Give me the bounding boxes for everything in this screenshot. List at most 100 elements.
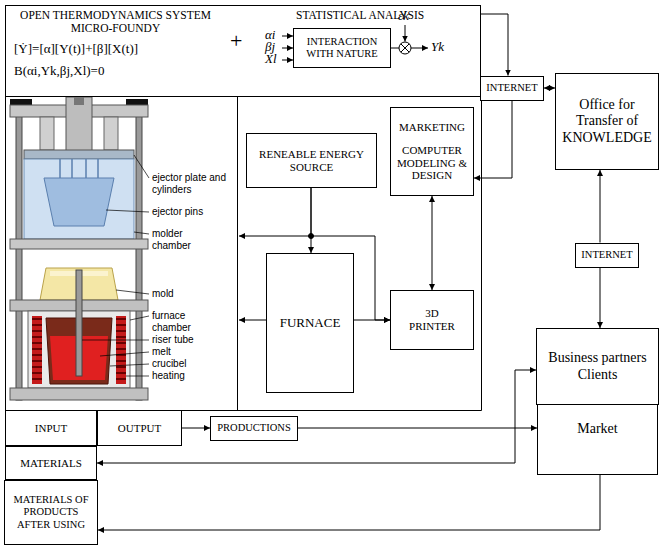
leader-lines [126,376,149,377]
connector-arrow [182,428,210,429]
equation: [Ẏ]=[α][Y(t)]+[β][X(t)] [14,42,138,57]
connector-arrow [432,196,433,290]
foundry-machine [10,97,148,400]
connector-arrow [481,14,508,76]
machine-feed-arrows [239,320,266,321]
signal-arrows [391,48,399,49]
foundry-machine [97,159,99,178]
multiplier-symbol [399,42,411,54]
foundry-machine [40,117,54,150]
foundry-machine [116,316,126,384]
machine-feed-arrows [239,236,311,237]
foundry-machine [10,99,32,107]
leader-lines [106,210,149,212]
leader-lines [110,364,149,366]
foundry-machine [85,159,87,178]
multiplier-symbol [399,42,411,54]
noise-symbol: εk [398,9,409,23]
box-label: INTERNET [486,82,537,94]
output-box: PRODUCTIONS [210,416,298,441]
leader-lines [82,340,149,341]
signal-arrows [282,36,293,37]
foundry-machine [46,318,112,384]
foundry-machine [74,97,84,105]
io-cell: INPUT [5,410,97,446]
panel-heading: OPEN THERMODYNAMICS SYSTEM MICRO-FOUNDY [9,9,222,35]
part-label: furnace chamber [152,310,202,334]
box-label: RENEABLE ENERGY SOURCE [251,148,372,173]
frame-lines [237,97,238,411]
furnace-box: FURNACE [266,253,354,393]
box-label: MATERIALS [20,457,82,470]
box-label: Business partners Clients [541,350,654,382]
signal-arrows [282,60,293,61]
input-symbol: Xl [265,52,277,66]
box-label: Office for Transfer of KNOWLEDGE [560,97,654,145]
system-panel: INTERACTION WITH NATURE OPEN THERMODYNAMI… [5,5,481,97]
multiplier-symbol [401,44,409,52]
connector-arrow [354,320,390,321]
office-box: Office for Transfer of KNOWLEDGE [555,73,659,170]
foundry-machine [104,117,118,150]
energy-box: RENEABLE ENERGY SOURCE [246,133,377,188]
foundry-machine [136,104,142,400]
signal-arrows [405,25,406,42]
part-label: heating [152,370,185,382]
connector-arrow [98,475,600,530]
leader-lines [134,232,149,234]
multiplier-symbol [401,44,409,52]
foundry-machine [126,99,148,107]
box-label: Market [577,421,617,437]
signal-arrows [282,48,293,49]
foundry-machine [24,159,134,239]
machine-feed-arrows [309,234,314,239]
foundry-machine [10,388,148,400]
connector-arrow [600,268,601,329]
box-label: INTERACTION WITH NATURE [298,36,386,60]
foundry-machine [24,150,134,159]
box-label: MATERIALS OF PRODUCTS AFTER USING [9,494,93,530]
process-box: MARKETINGCOMPUTER MODELING & DESIGN [390,107,474,196]
foundry-machine [76,270,82,376]
foundry-machine [66,97,92,157]
plus-sign: + [230,28,242,53]
box-label: PRODUCTIONS [217,422,291,434]
leader-lines [134,155,149,178]
connector-arrow [311,188,312,253]
part-label: riser tube [152,334,194,346]
client-box: Business partners Clients [536,328,659,405]
leader-lines [130,316,149,320]
io-cell: OUTPUT [97,410,182,446]
box-label: OUTPUT [118,422,161,435]
connector-arrow [474,101,512,179]
leader-lines [116,290,149,294]
foundry-machine [60,159,98,178]
output-symbol: Yk [431,40,444,54]
process-box: INTERACTION WITH NATURE [293,28,391,68]
leader-lines [100,352,149,356]
foundry-machine [44,178,114,226]
foundry-machine [50,271,108,276]
part-label: mold [152,288,174,300]
connectors [97,14,600,530]
box-label: COMPUTER MODELING & DESIGN [396,144,468,182]
box-label: 3D PRINTER [407,307,457,332]
foundry-machine [10,239,148,249]
market-box: Market [537,404,658,475]
foundry-machine [71,159,73,178]
network-box: INTERNET [575,243,639,268]
foundry-machine [28,311,130,388]
foundry-machine [16,104,22,400]
leader-lines [82,155,149,376]
io-cell: MATERIALS [5,446,97,480]
foundry-machine [40,268,118,300]
part-label: ejector pins [152,206,203,218]
foundry-machine [10,300,148,311]
foundry-machine [10,105,148,117]
foundry-machine [59,159,61,178]
foundry-machine [50,336,108,380]
network-box: INTERNET [480,76,544,101]
io-cell: MATERIALS OF PRODUCTS AFTER USING [4,480,98,545]
